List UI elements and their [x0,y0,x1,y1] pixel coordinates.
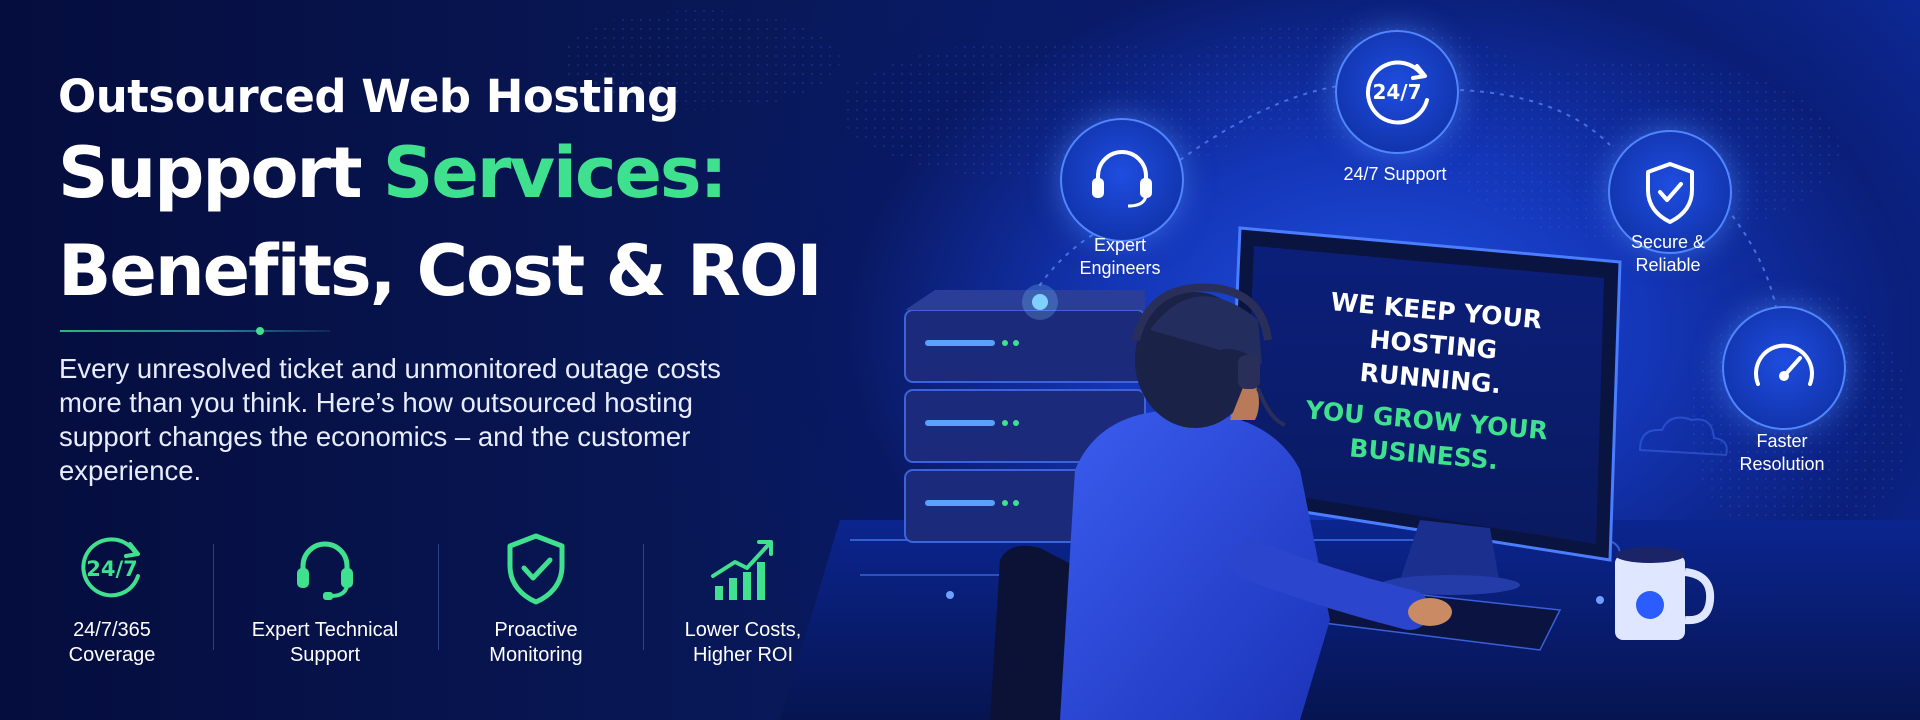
badge-secure-reliable [1608,130,1732,254]
feature-coverage-line2: Coverage [68,644,156,666]
badge-faster-line1: Faster [1756,431,1808,451]
coffee-mug [1615,547,1715,640]
badge-24-7-label: 24/7 Support [1343,164,1447,184]
badge-24-7-support: 24/7 [1335,30,1459,154]
badge-expert-line2: Engineers [1079,258,1161,278]
shield-check-icon [1646,162,1694,224]
shield-check-icon [507,533,565,605]
orbit-arc [1459,89,1611,146]
feature-support-line1: Expert Technical [251,619,399,641]
description-text: Every unresolved ticket and unmonitored … [59,353,721,486]
server-rack [904,284,1146,543]
speedometer-icon [1754,343,1814,386]
badge-faster-line2: Resolution [1739,454,1825,474]
badge-expert-line1: Expert [1093,235,1147,255]
monitor-message: WE KEEP YOUR HOSTING RUNNING. YOU GROW Y… [1293,283,1568,483]
feature-support-line2: Support [289,644,361,666]
badge-secure-label: Secure & Reliable [1578,231,1758,277]
headline-line-3: Benefits, Cost & ROI [58,230,823,312]
feature-separator [438,544,439,650]
headset-icon [1092,150,1152,208]
clock-24-7-icon: 24/7 [81,537,140,598]
growth-chart-icon [711,540,773,600]
headline-services: Services: [382,132,728,214]
badge-faster-resolution [1722,306,1846,430]
headset-icon [297,541,353,600]
badge-secure-line1: Secure & [1630,232,1706,252]
badge-24-7-icon-text: 24/7 [1372,80,1421,104]
headline-support: Support [58,132,383,214]
feature-separator [643,544,644,650]
feature-roi-line2: Higher ROI [692,644,794,666]
feature-roi-line1: Lower Costs, [684,619,802,641]
support-agent [1060,283,1452,720]
clock-24-7-icon: 24/7 [1365,60,1429,125]
headline-line-2: Support Services: [58,138,728,208]
headline-divider [60,330,330,332]
headline-line-1: Outsourced Web Hosting [58,70,679,123]
divider-dot [256,327,264,335]
badge-secure-line2: Reliable [1635,255,1701,275]
feature-roi: Lower Costs, Higher ROI [648,528,838,668]
feature-separator [213,544,214,650]
cloud-icon [1638,416,1728,457]
svg-text:24/7: 24/7 [86,557,138,581]
badge-expert-engineers [1060,118,1184,242]
monitor [1226,226,1622,595]
feature-coverage-line1: 24/7/365 [73,619,151,641]
feature-monitoring-line1: Proactive [494,619,578,641]
feature-monitoring-line2: Monitoring [489,644,583,666]
